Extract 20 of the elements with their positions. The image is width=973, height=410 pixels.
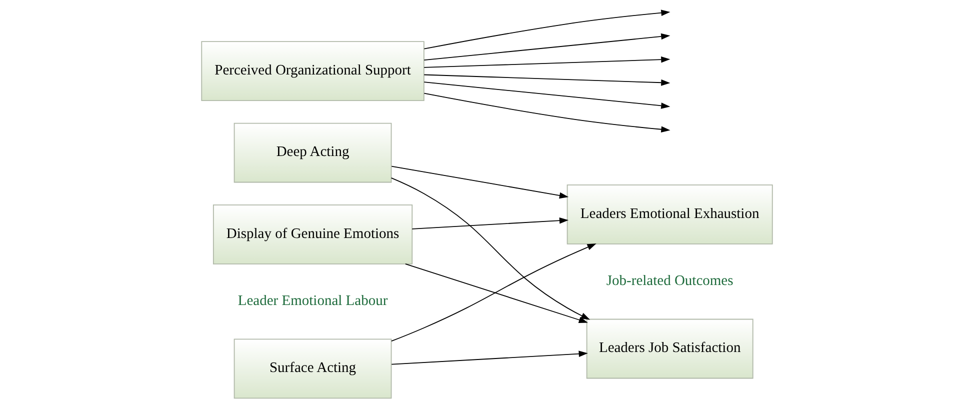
arrow [390, 350, 588, 365]
arrow [423, 82, 670, 109]
arrow [423, 56, 670, 68]
node-box: Surface Acting [233, 338, 392, 399]
arrow [404, 264, 588, 323]
label: Leader Emotional Labour [237, 293, 388, 310]
node-box: Display of Genuine Emotions [212, 204, 412, 264]
node-box: Perceived Organizational Support [200, 41, 424, 102]
arrow [390, 166, 568, 199]
node-box: Leaders Job Satisfaction [586, 318, 753, 379]
arrow [423, 33, 670, 61]
arrow [423, 74, 670, 86]
label: Job-related Outcomes [606, 273, 733, 290]
arrow [411, 217, 568, 230]
arrow [423, 92, 670, 133]
arrow [390, 177, 590, 320]
arrow [390, 244, 596, 342]
arrow [423, 10, 670, 50]
node-box: Leaders Emotional Exhaustion [566, 184, 772, 244]
node-box: Deep Acting [233, 122, 392, 183]
